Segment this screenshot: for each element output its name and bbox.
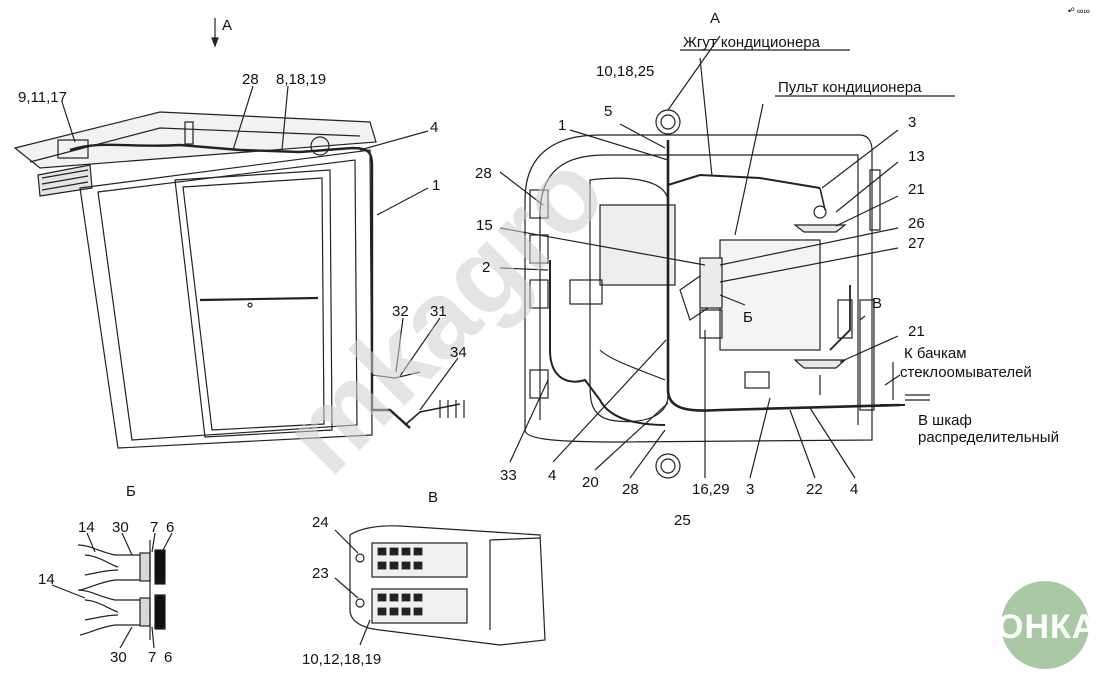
labels: А А Жгут кондиционера Пульт кондиционера…	[18, 6, 1090, 668]
logo-text: АГРОНКА	[928, 608, 1097, 646]
label-cabinet-2: распределительный	[918, 429, 1059, 446]
main-view-a	[499, 35, 955, 479]
left-label: 1	[432, 177, 440, 194]
left-label: 32	[392, 303, 409, 320]
main-label: 16,29	[692, 481, 730, 498]
main-label: 3	[908, 114, 916, 131]
detail-v-title: В	[428, 489, 438, 506]
main-label: 27	[908, 235, 925, 252]
main-label: 22	[806, 481, 823, 498]
main-label: 26	[908, 215, 925, 232]
main-label: 3	[746, 481, 754, 498]
main-label: 25	[674, 512, 691, 529]
left-label: 31	[430, 303, 447, 320]
main-label: 21	[908, 181, 925, 198]
terminal-blocks	[377, 547, 423, 616]
left-label: 8,18,19	[276, 71, 326, 88]
label-ac-harness: Жгут кондиционера	[683, 34, 821, 51]
detail-b-label: 6	[166, 519, 174, 536]
main-label: 2	[482, 259, 490, 276]
main-label: 4	[850, 481, 858, 498]
detail-b-label: 6	[164, 649, 172, 666]
main-label: 1	[558, 117, 566, 134]
label-washer-tanks-2: стеклоомывателей	[900, 364, 1032, 381]
label-washer-tanks-1: К бачкам	[904, 345, 967, 362]
main-label: 28	[622, 481, 639, 498]
agronka-logo: АГРОНКА	[928, 581, 1097, 669]
detail-b-title: Б	[126, 483, 136, 500]
main-label: 4	[548, 467, 556, 484]
left-label: 28	[242, 71, 259, 88]
detail-b-view	[51, 532, 173, 649]
callout-v: В	[872, 295, 882, 312]
detail-b-label: 7	[150, 519, 158, 536]
left-cab-view	[13, 18, 465, 449]
detail-v-view	[334, 525, 546, 646]
main-label: 13	[908, 148, 925, 165]
left-label: 34	[450, 344, 467, 361]
main-label: 20	[582, 474, 599, 491]
label-ac-panel: Пульт кондиционера	[778, 79, 922, 96]
callout-b: Б	[743, 309, 753, 326]
corner-mark: •º ∞∞	[1068, 6, 1090, 16]
detail-v-label: 10,12,18,19	[302, 651, 381, 668]
main-label: 10,18,25	[596, 63, 654, 80]
detail-b-label: 30	[110, 649, 127, 666]
detail-b-label: 7	[148, 649, 156, 666]
main-label: 28	[475, 165, 492, 182]
main-label: 5	[604, 103, 612, 120]
left-label: 9,11,17	[18, 89, 67, 106]
main-label: 15	[476, 217, 493, 234]
detail-b-label: 14	[78, 519, 95, 536]
detail-v-label: 24	[312, 514, 329, 531]
main-view-title: А	[710, 10, 720, 27]
detail-v-label: 23	[312, 565, 329, 582]
main-label: 21	[908, 323, 925, 340]
main-label: 33	[500, 467, 517, 484]
left-label: 4	[430, 119, 438, 136]
detail-b-label: 14	[38, 571, 55, 588]
left-arrow-label: А	[222, 17, 232, 34]
detail-b-label: 30	[112, 519, 129, 536]
label-cabinet-1: В шкаф	[918, 412, 972, 429]
